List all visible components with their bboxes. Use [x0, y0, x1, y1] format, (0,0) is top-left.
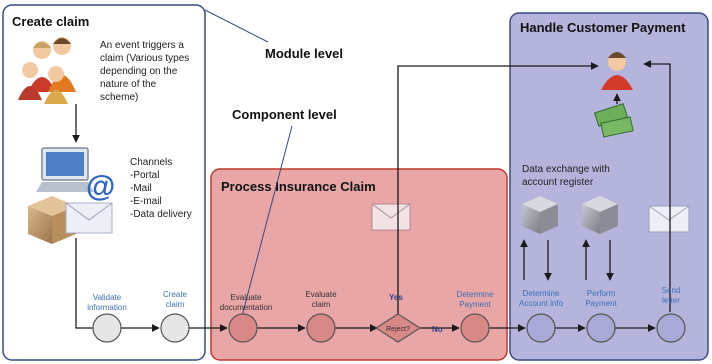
create-claim-module — [2, 4, 206, 361]
component-level-pointer — [241, 125, 293, 317]
node-perform-payment — [586, 313, 616, 343]
event-note: An event triggers a claim (Various types… — [100, 40, 192, 103]
module-level-pointer — [204, 9, 269, 43]
node-send-letter — [656, 313, 686, 343]
handle-payment-title: Handle Customer Payment — [520, 20, 686, 35]
node-validate-information — [92, 313, 122, 343]
node-evaluate-documentation — [228, 313, 258, 343]
data-exchange-note: Data exchange with account register — [522, 164, 613, 188]
envelope-icon — [65, 202, 113, 234]
money-icon — [593, 103, 634, 138]
module-level-label: Module level — [265, 46, 343, 61]
node-determine-payment — [460, 313, 490, 343]
process-claim-module — [210, 168, 508, 361]
node-create-claim — [160, 313, 190, 343]
decision-label: Reject? — [386, 326, 410, 333]
channels-note: Channels -Portal -Mail -E-mail -Data del… — [130, 157, 192, 220]
decision-no-label: No — [432, 325, 443, 334]
at-sign-icon: @ — [86, 170, 115, 203]
node-evaluate-claim — [306, 313, 336, 343]
database-box-icon — [522, 196, 558, 234]
envelope-icon — [371, 203, 411, 231]
decision-diamond — [374, 313, 422, 343]
decision-yes-label: Yes — [389, 293, 403, 302]
handle-payment-module — [509, 12, 709, 361]
process-nodes — [92, 313, 686, 343]
envelope-icon — [648, 205, 690, 233]
person-icon — [601, 52, 633, 90]
computer-icon — [36, 147, 94, 192]
people-group-icon — [18, 37, 76, 104]
process-claim-title: Process Insurance Claim — [221, 179, 376, 194]
create-claim-title: Create claim — [12, 14, 89, 29]
node-determine-account-info — [526, 313, 556, 343]
connector-arrows — [72, 60, 671, 332]
database-box-icon — [582, 196, 618, 234]
component-level-label: Component level — [232, 107, 337, 122]
